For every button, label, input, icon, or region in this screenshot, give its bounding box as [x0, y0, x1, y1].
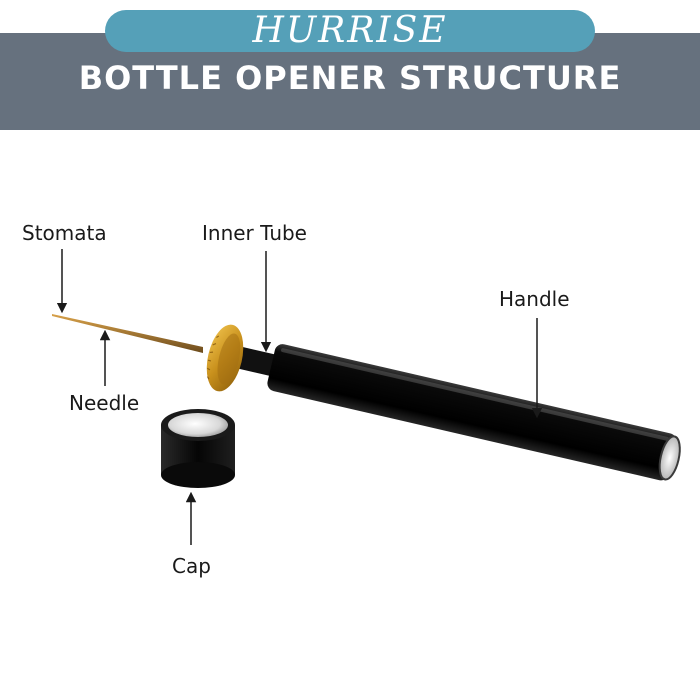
label-stomata: Stomata: [22, 221, 107, 245]
label-needle: Needle: [69, 391, 140, 415]
knob-part: [206, 324, 244, 392]
needle-part: [52, 314, 203, 353]
cap-part: [161, 409, 235, 488]
label-inner-tube: Inner Tube: [202, 221, 307, 245]
handle-part: [267, 344, 677, 481]
label-handle: Handle: [499, 287, 570, 311]
brand-logo: HURRISE: [252, 10, 448, 51]
handle-end-cap: [658, 435, 681, 481]
brand-pill: HURRISE: [105, 10, 595, 52]
label-cap: Cap: [172, 554, 211, 578]
page-title: BOTTLE OPENER STRUCTURE: [78, 59, 622, 97]
